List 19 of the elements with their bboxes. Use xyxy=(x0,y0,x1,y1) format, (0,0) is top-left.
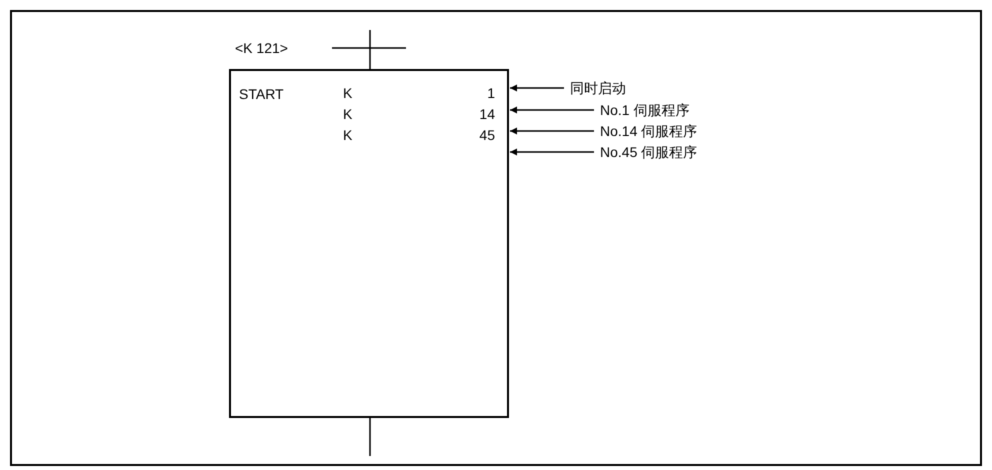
rung-line xyxy=(369,30,371,69)
operand-text: 14 xyxy=(478,106,495,122)
operand-text: K xyxy=(343,127,352,143)
arrow xyxy=(510,148,594,156)
annotation-text: No.45 伺服程序 xyxy=(600,144,698,160)
arrow xyxy=(510,128,594,134)
device-label: <K 121> xyxy=(235,40,288,56)
rung-line xyxy=(369,418,371,456)
operand-text: K xyxy=(343,106,352,122)
annotation-text: 同时启动 xyxy=(570,80,626,96)
instruction-box xyxy=(229,69,509,418)
arrow xyxy=(510,106,594,114)
annotation-text: No.14 伺服程序 xyxy=(600,123,698,139)
annotation-text: No.1 伺服程序 xyxy=(600,102,690,118)
arrow xyxy=(510,84,564,92)
instruction-name: START xyxy=(239,86,284,102)
operand-text: 1 xyxy=(486,85,495,101)
operand-text: 45 xyxy=(478,127,495,143)
operand-text: K xyxy=(343,85,352,101)
